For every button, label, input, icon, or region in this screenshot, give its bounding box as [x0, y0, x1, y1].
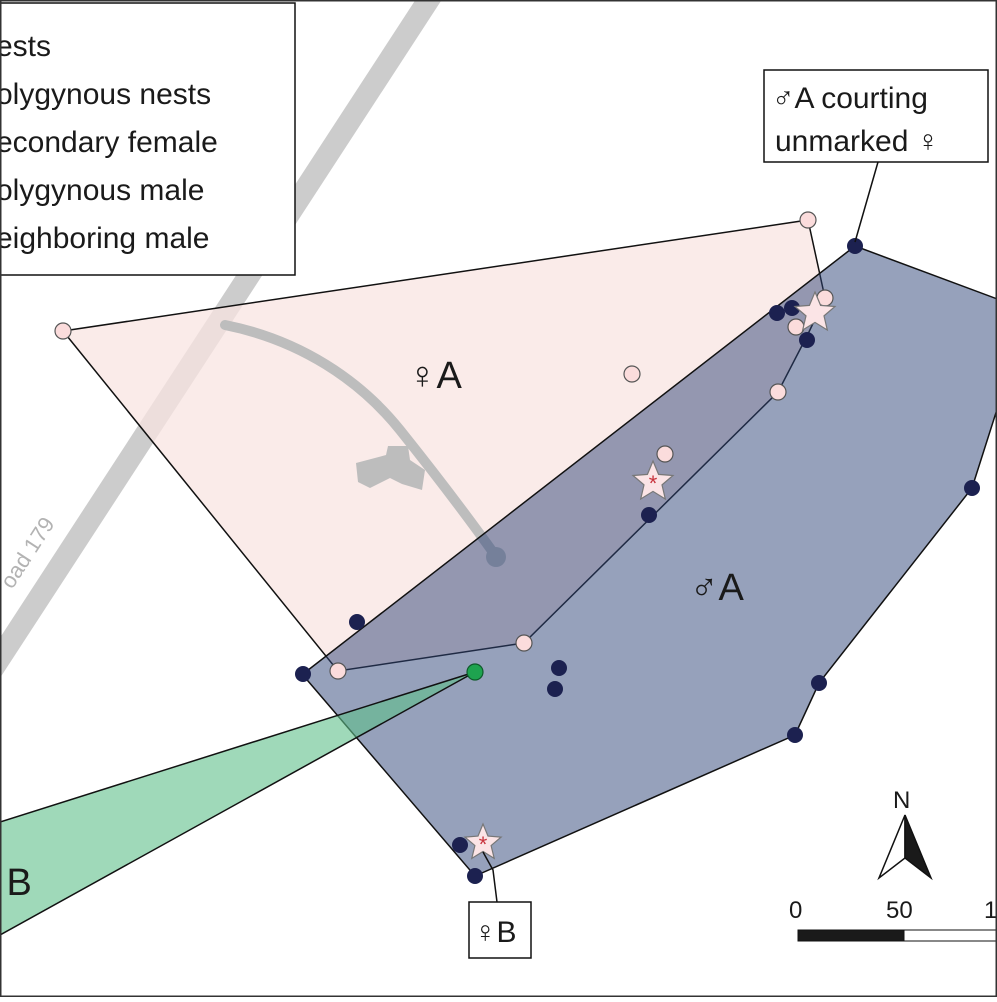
female-point [799, 211, 817, 229]
legend-item: eighboring male [0, 222, 209, 255]
callout-courting-line2: unmarked ♀ [775, 125, 939, 158]
callout-courting-box [763, 69, 989, 163]
male-point [467, 868, 483, 884]
male-point [452, 837, 468, 853]
north-arrow-right [904, 814, 933, 881]
nest-star-shape [631, 459, 675, 501]
driveway [220, 320, 500, 560]
male-point [295, 666, 311, 682]
male-a-label: ♂A [690, 567, 745, 609]
callout-female-b: ♀B [468, 851, 532, 959]
callout-courting-leader [854, 161, 879, 243]
legend-item: ests [0, 30, 51, 63]
legend-item: olygynous male [0, 174, 204, 207]
female-b-label: ♀B [0, 862, 32, 904]
scale-segment-light [903, 929, 997, 942]
male-point [769, 305, 785, 321]
secondary-female-point [466, 663, 484, 681]
legend: ests olygynous nests econdary female oly… [0, 2, 296, 276]
female-point [787, 318, 805, 336]
male-point [641, 507, 657, 523]
male-point [964, 480, 980, 496]
nest-star-2: * [631, 459, 675, 501]
female-point [769, 383, 787, 401]
male-point [551, 660, 567, 676]
north-arrow-label: N [893, 787, 910, 814]
female-point [656, 445, 674, 463]
nest-star-3: * [463, 822, 503, 860]
scale-label-50: 50 [886, 897, 913, 924]
scale-label-100: 1 [984, 897, 997, 924]
female-point [515, 634, 533, 652]
legend-box [0, 2, 296, 276]
navy-points [295, 238, 980, 884]
legend-item: econdary female [0, 126, 218, 159]
legend-item: olygynous nests [0, 78, 211, 111]
female-point [623, 365, 641, 383]
territory-male-a [300, 245, 997, 877]
male-point [787, 727, 803, 743]
female-point [329, 662, 347, 680]
female-point [54, 322, 72, 340]
north-arrow-left [877, 814, 906, 881]
male-point [349, 614, 365, 630]
callout-female-b-text: ♀B [474, 916, 517, 949]
territory-female-b [0, 671, 476, 936]
female-b-polygon [0, 671, 476, 936]
scale-bar: 0 50 1 [789, 897, 997, 942]
callout-courting-line1: ♂A courting [772, 82, 928, 115]
scale-segment-dark [797, 929, 905, 942]
scale-label-0: 0 [789, 897, 802, 924]
male-point [784, 300, 800, 316]
callout-female-b-leader [482, 851, 498, 903]
nest-star-1 [793, 290, 837, 332]
nest-star-shape [793, 290, 837, 332]
male-point [547, 681, 563, 697]
north-arrow: N [877, 787, 933, 881]
male-a-polygon [300, 245, 997, 877]
callout-female-b-box [468, 901, 532, 959]
male-point [847, 238, 863, 254]
building [356, 446, 425, 490]
nest-star-center: * [649, 471, 658, 496]
female-a-label: ♀A [408, 355, 463, 397]
nest-star-shape [463, 822, 503, 860]
male-point [811, 675, 827, 691]
male-point [799, 332, 815, 348]
callout-courting: ♂A courting unmarked ♀ [763, 69, 989, 243]
nest-star-center: * [479, 832, 488, 857]
